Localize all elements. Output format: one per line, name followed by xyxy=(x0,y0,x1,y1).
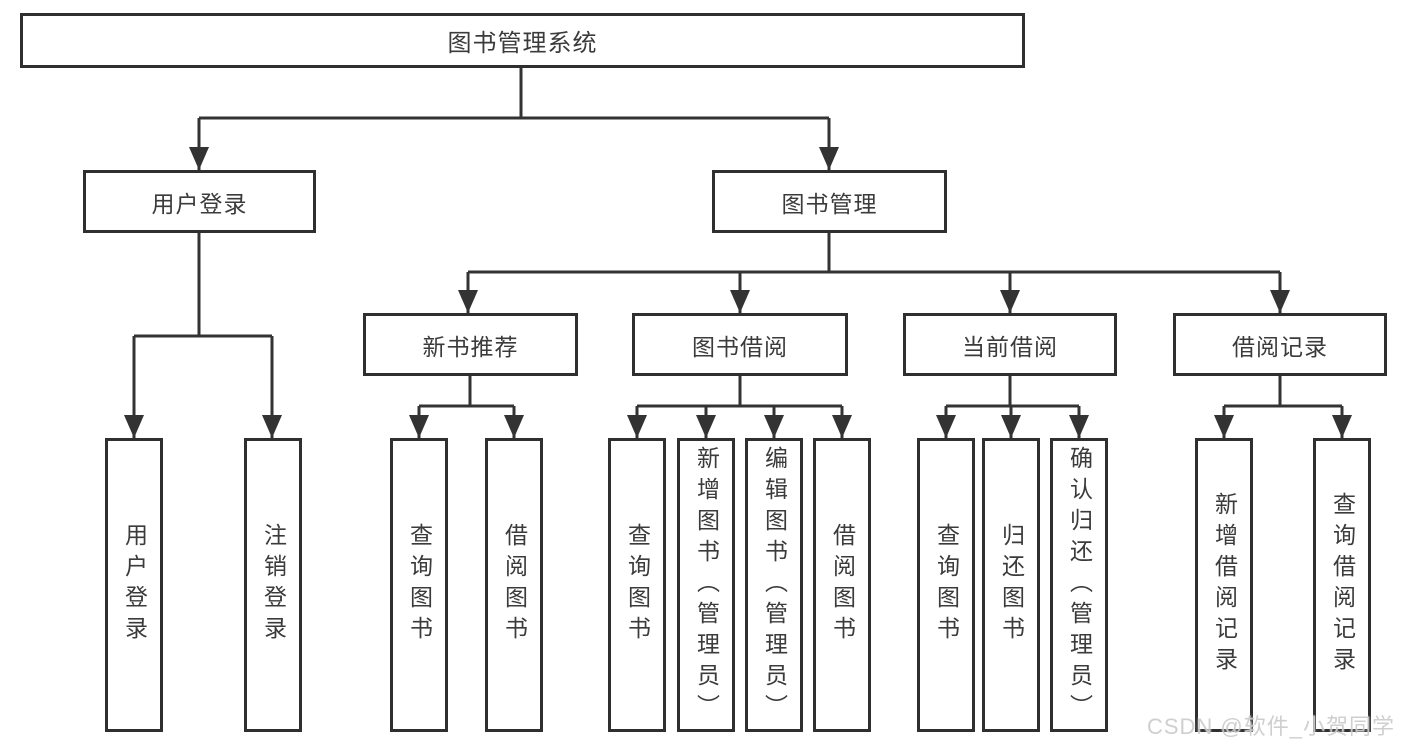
node-book-borrowing: 图书借阅 xyxy=(632,313,848,376)
leaf-borrowing-borrow-books: 借阅图书 xyxy=(813,438,871,732)
leaf-current-return-books: 归还图书 xyxy=(982,438,1040,732)
leaf-borrowing-query-books: 查询图书 xyxy=(608,438,666,732)
leaf-records-add-borrow-record: 新增借阅记录 xyxy=(1195,438,1253,732)
leaf-logout: 注销登录 xyxy=(244,438,302,732)
node-new-book-recommend: 新书推荐 xyxy=(363,313,578,376)
leaf-user-login: 用户登录 xyxy=(105,438,163,732)
node-borrowing-records: 借阅记录 xyxy=(1173,313,1387,376)
leaf-recommend-query-books: 查询图书 xyxy=(390,438,448,732)
leaf-borrowing-add-books-admin: 新增图书（管理员） xyxy=(677,438,735,732)
leaf-borrowing-edit-books-admin: 编辑图书（管理员） xyxy=(745,438,803,732)
node-library-management-system: 图书管理系统 xyxy=(20,13,1025,68)
node-current-borrowing: 当前借阅 xyxy=(903,313,1117,376)
leaf-current-query-books: 查询图书 xyxy=(917,438,975,732)
leaf-records-query-borrow-record: 查询借阅记录 xyxy=(1313,438,1371,732)
node-book-management: 图书管理 xyxy=(712,170,947,233)
leaf-recommend-borrow-books: 借阅图书 xyxy=(485,438,543,732)
arrow-connectors xyxy=(124,68,1352,438)
leaf-current-confirm-return-admin: 确认归还（管理员） xyxy=(1050,438,1108,732)
csdn-watermark: CSDN @软件_小贺同学 xyxy=(1146,714,1395,739)
node-user-login: 用户登录 xyxy=(83,170,316,233)
